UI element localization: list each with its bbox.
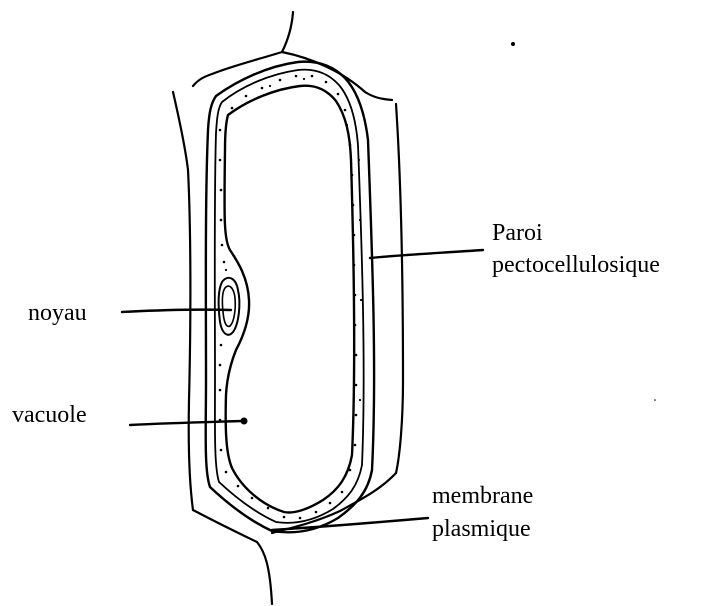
membrane-leader-line [272,518,428,530]
top-right-wall [282,52,392,100]
neighbor-cell-walls [173,12,403,604]
top-wall-stem [282,12,293,52]
nucleus-label: noyau [28,300,87,326]
far-left-wall [173,92,193,510]
bottom-right-wall [272,473,396,533]
cell-wall-inner [215,70,364,523]
far-right-wall [396,104,403,473]
nucleus [219,278,240,335]
speck [654,399,656,401]
nucleus-inner [222,286,235,326]
wall-leader-line [370,250,483,258]
vacuole-membrane [225,86,355,513]
membrane-label-line2: plasmique [432,516,531,542]
labels: Paroi pectocellulosique noyau vacuole me… [12,220,660,542]
membrane-label-line1: membrane [432,483,533,509]
cytoplasm-granules [219,75,362,520]
wall-label-line2: pectocellulosique [492,252,660,278]
vacuole-label: vacuole [12,402,87,428]
cell [206,62,374,533]
wall-label-line1: Paroi [492,220,543,246]
vacuole-pointer-dot [241,418,248,425]
label-leader-lines [122,250,483,530]
speck [511,42,515,46]
